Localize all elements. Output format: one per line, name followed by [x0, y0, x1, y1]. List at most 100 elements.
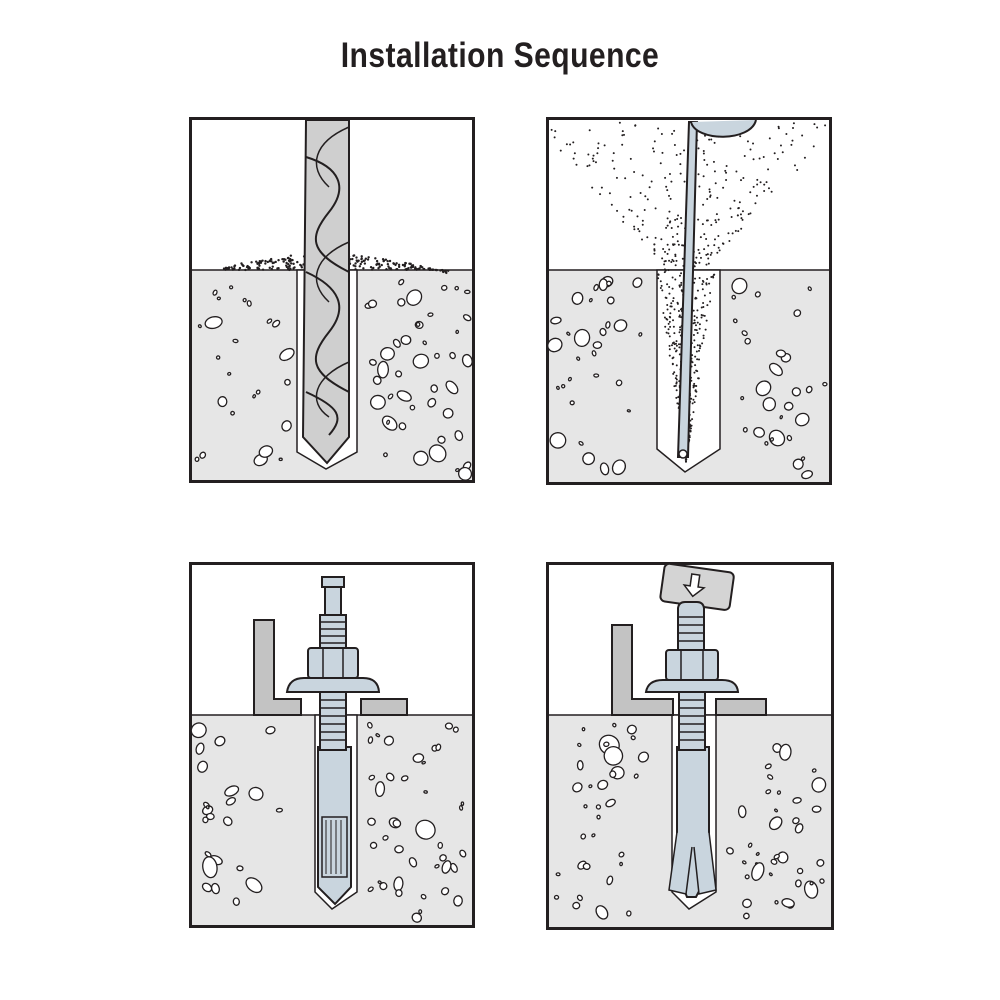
aggregate-stone	[731, 294, 737, 300]
aggregate-stone	[245, 877, 263, 894]
aggregate-stone	[744, 874, 750, 880]
dust-particle	[385, 267, 388, 271]
dust-particle	[779, 144, 782, 147]
dust-particle	[705, 282, 708, 285]
dust-particle	[653, 243, 656, 246]
dust-particle	[698, 323, 701, 326]
dust-particle	[675, 349, 678, 352]
dust-particle	[675, 154, 678, 157]
dust-particle	[722, 242, 725, 245]
aggregate-stones	[547, 275, 828, 480]
dust-particle	[678, 285, 681, 288]
dust-particle	[693, 382, 696, 385]
dust-particle	[587, 153, 590, 156]
dust-particle	[746, 140, 749, 143]
aggregate-stone	[605, 798, 616, 808]
dust-particle	[608, 192, 611, 195]
dust-particle	[668, 344, 671, 347]
dust-particle	[702, 306, 705, 309]
dust-particle	[694, 355, 697, 358]
dust-particle	[675, 382, 678, 385]
dust-particle	[392, 262, 396, 265]
dust-particle	[395, 268, 398, 271]
aggregate-stone	[791, 387, 802, 397]
aggregate-stone	[744, 337, 751, 345]
dust-particle	[429, 268, 433, 271]
drill-bit	[301, 119, 350, 465]
dust-particle	[663, 268, 666, 271]
dust-particle	[653, 248, 656, 251]
drill-bit-illustration	[189, 117, 475, 483]
dust-particle	[674, 377, 677, 380]
dust-particle	[785, 133, 788, 136]
dust-particle	[668, 210, 671, 213]
aggregate-stone	[751, 862, 765, 881]
dust-particle	[705, 319, 708, 322]
aggregate-stone	[265, 726, 276, 735]
aggregate-stone	[606, 280, 612, 287]
dust-particle	[597, 147, 600, 150]
aggregate-stone	[588, 297, 593, 303]
dust-particle	[287, 262, 290, 266]
blowout-illustration	[546, 117, 832, 485]
aggregate-stone	[455, 329, 460, 335]
dust-particle	[692, 398, 695, 401]
dust-particle	[710, 224, 713, 227]
step-1-drill-hole-panel	[189, 117, 475, 483]
dust-particle	[740, 179, 743, 182]
aggregate-stone	[394, 845, 404, 854]
dust-particle	[678, 353, 681, 356]
aggregate-stone	[606, 875, 614, 886]
aggregate-stone	[434, 352, 440, 359]
aggregate-stone	[581, 727, 586, 732]
dust-particle	[378, 265, 381, 268]
aggregate-stone	[412, 753, 425, 763]
dust-particle	[695, 384, 698, 387]
aggregate-stone	[762, 397, 777, 412]
dust-particle	[701, 342, 704, 345]
aggregate-stone	[819, 878, 825, 884]
dust-particle	[680, 281, 683, 284]
dust-particle	[694, 389, 697, 392]
dust-particle	[678, 314, 681, 317]
dust-particle	[728, 239, 731, 242]
dust-particle	[360, 257, 363, 260]
dust-particle	[282, 260, 285, 263]
dust-particle	[666, 283, 669, 286]
dust-particle	[683, 149, 686, 152]
aggregate-stone	[742, 898, 752, 909]
dust-particle	[613, 167, 616, 170]
dust-particle	[358, 265, 362, 268]
dust-particle	[666, 308, 669, 311]
aggregate-stone	[638, 332, 643, 337]
aggregate-stone	[794, 879, 802, 888]
dust-particle	[709, 195, 712, 198]
dust-particle	[749, 148, 752, 151]
dust-particle	[673, 371, 676, 374]
dust-particle	[238, 266, 242, 270]
dust-particle	[441, 269, 445, 273]
aggregate-stone	[576, 760, 584, 771]
dust-particle	[737, 230, 740, 233]
dust-particle	[357, 259, 360, 262]
dust-particle	[672, 297, 675, 300]
aggregate-stone	[420, 893, 427, 900]
dust-particle	[268, 266, 271, 270]
aggregate-stone	[816, 858, 825, 867]
dust-particle	[659, 280, 662, 283]
dust-particle	[670, 226, 673, 229]
aggregate-stone	[609, 770, 617, 779]
dust-particle	[696, 344, 699, 347]
dust-particle	[662, 312, 665, 315]
aggregate-stone	[768, 362, 783, 377]
dust-particle	[654, 207, 657, 210]
dust-particle	[355, 256, 358, 259]
aggregate-stone	[582, 452, 596, 466]
aggregate-stone	[596, 814, 601, 820]
dust-particle	[362, 267, 365, 270]
aggregate-stone	[462, 314, 472, 322]
aggregate-stone	[796, 867, 804, 875]
aggregate-stone	[284, 378, 291, 386]
aggregate-stone	[204, 316, 223, 330]
dust-particle	[646, 198, 649, 201]
